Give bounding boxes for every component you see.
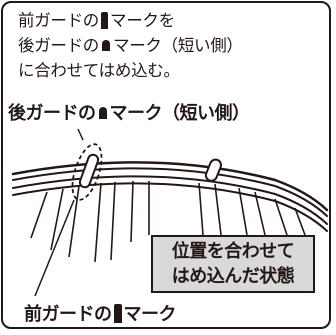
instruction-line-1-prefix: 前ガードの — [18, 11, 100, 30]
mark-highlight-circle — [71, 143, 103, 201]
fan-guard-illustration — [11, 128, 329, 297]
callout-line-1: 位置を合わせて — [171, 241, 295, 262]
rear-mark-heading-prefix: 後ガードの — [8, 103, 96, 124]
front-mark-heading-suffix: マーク — [123, 304, 177, 325]
rear-mark-leader-line — [77, 128, 84, 141]
rear-mark-heading: 後ガードのマーク（短い側） — [8, 99, 250, 125]
callout-line-2: はめ込んだ状態 — [171, 266, 295, 287]
rear-guard-rim — [11, 161, 329, 232]
instruction-line-2-suffix: マーク（短い側） — [113, 36, 243, 55]
instruction-line-2: 後ガードのマーク（短い側） — [18, 33, 323, 58]
instruction-line-2-prefix: 後ガードの — [18, 36, 100, 55]
instruction-line-3: に合わせてはめ込む。 — [18, 61, 180, 80]
fitted-state-callout: 位置を合わせて はめ込んだ状態 — [151, 235, 315, 293]
front-mark-icon — [113, 304, 122, 323]
guard-spokes — [30, 180, 306, 263]
rear-mark-icon — [98, 107, 107, 119]
front-mark-heading-prefix: 前ガードの — [24, 304, 112, 325]
front-guard-tab — [78, 153, 100, 189]
instruction-line-1: 前ガードのマークを — [18, 8, 323, 33]
front-mark-icon — [101, 12, 109, 29]
instruction-line-1-suffix: マークを — [110, 11, 175, 30]
front-mark-heading: 前ガードのマーク — [24, 300, 176, 326]
instruction-text: 前ガードのマークを 後ガードのマーク（短い側） に合わせてはめ込む。 — [18, 8, 323, 83]
rear-mark-icon — [102, 40, 111, 51]
rear-guard-tab — [204, 158, 223, 182]
front-mark-leader-line — [34, 199, 75, 297]
rear-mark-heading-suffix: マーク（短い側） — [109, 103, 251, 124]
